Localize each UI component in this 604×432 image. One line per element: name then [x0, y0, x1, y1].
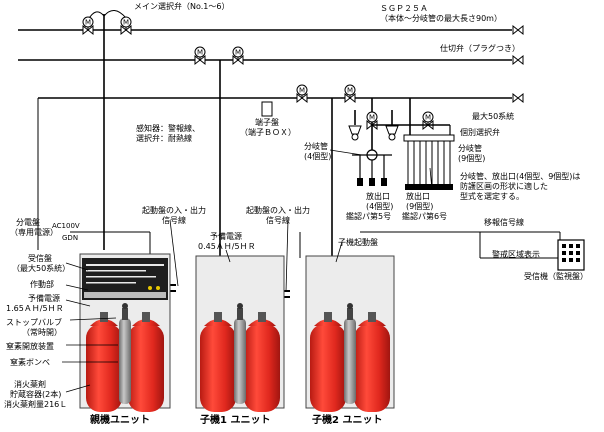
sub1-unit	[195, 255, 285, 412]
gate-valve-icon[interactable]	[512, 55, 524, 65]
stop-valve-label: ストップバルブ	[6, 318, 62, 327]
note-label-2: 防護区画の形状に適した	[460, 182, 548, 191]
branch9-label: 分岐管	[458, 144, 482, 153]
stop-valve-sub-label: （常時開）	[22, 328, 62, 337]
unit-sub1-label: 子機1 ユニット	[200, 415, 271, 426]
main-unit	[79, 253, 171, 412]
gate-valve-icon[interactable]	[512, 93, 524, 103]
branch4-type-label: (4個型)	[304, 152, 332, 161]
receiver-label: 受信盤	[28, 254, 52, 263]
main-valve-label: メイン選択弁（No.1～6）	[134, 2, 230, 11]
sensor-icon	[348, 125, 399, 141]
gate-valve-icon[interactable]	[512, 25, 524, 35]
cylinder-icon	[354, 312, 390, 412]
power-panel-sub-label: （専用電源）	[10, 228, 58, 237]
io-line-b-sub-label: 信号線	[266, 216, 290, 225]
main-valve-loop	[87, 10, 127, 21]
sgp-label: ＳＧＰ２５Ａ	[380, 4, 428, 13]
sub-start-panel-label: 子機起動盤	[338, 238, 378, 247]
gdn-label: GDN	[62, 234, 79, 242]
receiver-panel-label: 受信機（監視盤）	[524, 272, 588, 281]
receiver-sub-label: （最大50系統）	[12, 264, 71, 273]
nitrogen-cylinder-label: 窒素ボンベ	[10, 358, 50, 367]
terminal-box-label: 端子盤	[255, 118, 279, 127]
valve-line-label: 選択弁：耐熱線	[136, 134, 192, 143]
motor-valve-icon[interactable]	[232, 46, 244, 65]
transfer-line-label: 移報信号線	[484, 218, 524, 227]
io-line-a-label: 起動盤の入・出力	[142, 206, 206, 215]
outlet4-cert-label: 鑑認パ第5号	[346, 212, 392, 221]
unit-sub2-label: 子機2 ユニット	[312, 415, 383, 426]
agent-container-label: 貯蔵容器(2本)	[10, 390, 62, 399]
motor-valve-icon[interactable]	[344, 84, 356, 103]
signal-lines	[37, 98, 568, 259]
motor-valve-icon[interactable]	[422, 111, 434, 130]
motor-valve-icon[interactable]	[296, 84, 308, 103]
outlet9-cert-label: 鑑認パ第6号	[402, 212, 448, 221]
outlet9-type-label: (9個型)	[406, 202, 434, 211]
outlet4-label: 放出口	[366, 192, 390, 201]
outlet4-type-label: (4個型)	[366, 202, 394, 211]
alarm-display-label: 警戒区域表示	[492, 250, 540, 259]
agent-amount-label: 消火薬剤量216Ｌ	[4, 400, 68, 409]
motor-valve-icon[interactable]	[120, 16, 132, 35]
individual-valve-label: 個別選択弁	[460, 128, 500, 137]
branch-pipe-9-icon	[403, 134, 455, 185]
backup-power-mid-label: 予備電源	[210, 232, 242, 241]
motor-valve-icon[interactable]	[194, 46, 206, 65]
io-line-b-label: 起動盤の入・出力	[246, 206, 310, 215]
io-line-a-sub-label: 信号線	[162, 216, 186, 225]
backup-power-left-value: 1.65ＡＨ/5ＨＲ	[6, 304, 64, 313]
cylinder-icon	[200, 312, 236, 412]
callout-leaders	[62, 149, 433, 393]
nitrogen-release-label: 窒素開放装置	[6, 342, 54, 351]
agent-label: 消火薬剤	[14, 380, 46, 389]
branch9-type-label: (9個型)	[458, 154, 486, 163]
nozzle-icon	[357, 178, 387, 186]
note-label-3: 型式を選定する。	[460, 192, 524, 201]
receiver-panel-icon	[557, 239, 585, 271]
ac100v-label: AC100V	[52, 222, 80, 230]
cylinder-icon	[128, 312, 164, 412]
motor-valve-icon[interactable]	[82, 16, 94, 35]
terminal-box-sub-label: （端子ＢＯＸ）	[240, 128, 296, 137]
cylinder-icon	[310, 312, 346, 412]
backup-power-mid-value: 0.45ＡＨ/5ＨＲ	[198, 242, 256, 251]
sub2-unit	[305, 255, 395, 412]
nozzle-icon	[405, 184, 453, 190]
actuator-label: 作動部	[30, 280, 54, 289]
outlet9-label: 放出口	[406, 192, 430, 201]
cylinder-icon	[244, 312, 280, 412]
gate-valve-label: 仕切弁（プラグつき）	[440, 44, 520, 53]
max-systems-label: 最大50系統	[472, 112, 515, 121]
sensor-line-label: 感知器：警報線、	[136, 124, 200, 133]
sgp-note-label: （本体～分岐管の最大長さ90m）	[380, 14, 502, 23]
pipe-network	[18, 14, 512, 258]
note-label-1: 分岐管、放出口(4個型、9個型)は	[460, 172, 581, 181]
power-panel-label: 分電盤	[16, 218, 40, 227]
unit-main-label: 親機ユニット	[90, 415, 150, 426]
terminal-box-icon	[261, 101, 273, 117]
backup-power-left-label: 予備電源	[28, 294, 60, 303]
branch4-label: 分岐管	[304, 142, 328, 151]
branch-pipe-4-icon	[352, 149, 392, 180]
